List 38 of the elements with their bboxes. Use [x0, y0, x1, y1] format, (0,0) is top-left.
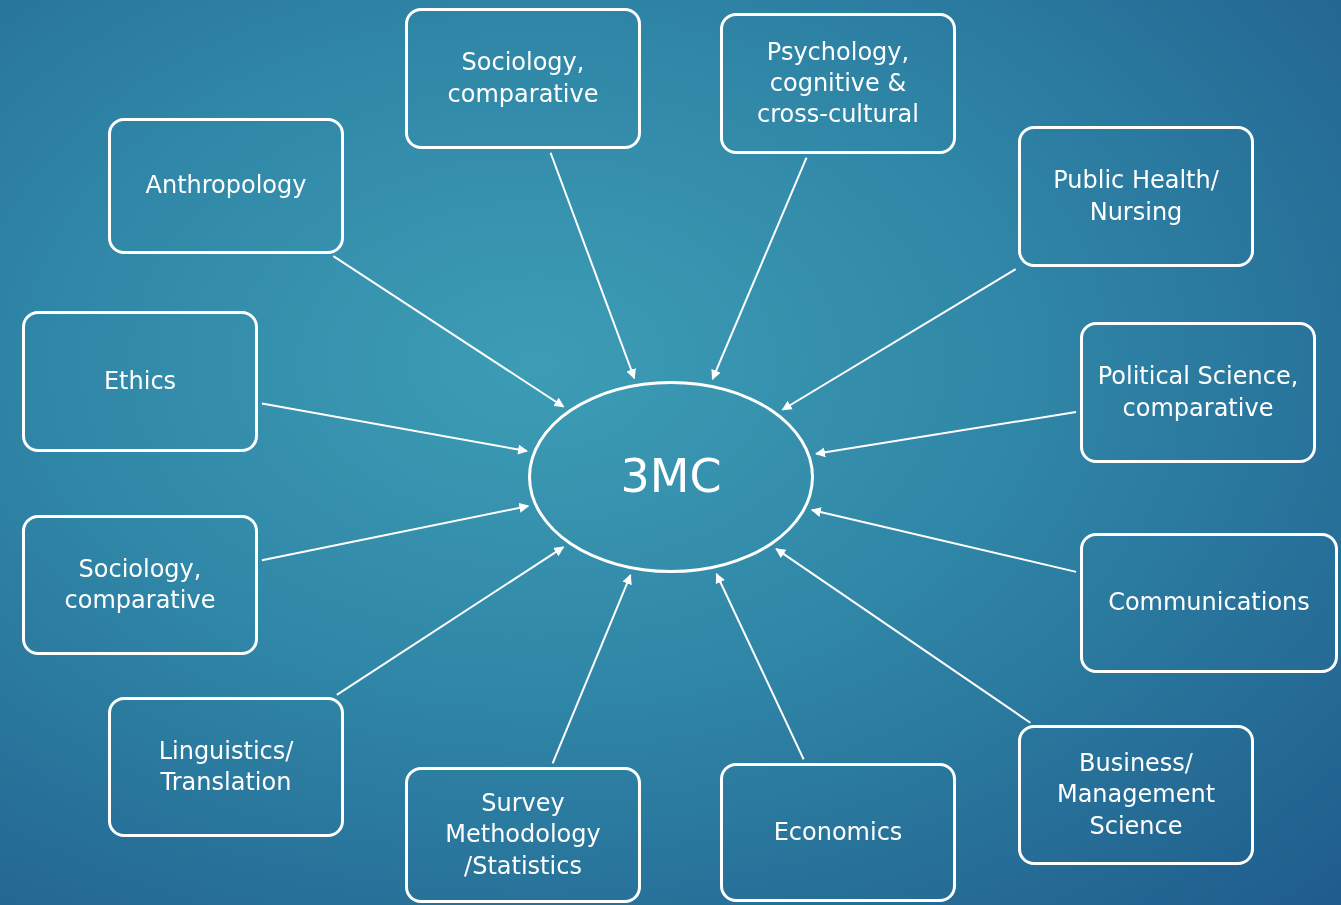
topic-label: Sociology, comparative	[446, 47, 600, 110]
topic-box	[1080, 322, 1316, 463]
arrow	[715, 573, 805, 761]
topic-box	[720, 13, 956, 154]
arrow	[775, 547, 1032, 724]
hub-ellipse	[528, 381, 814, 573]
topic-label: Communications	[1108, 587, 1310, 619]
topic-label: Linguistics/ Translation	[157, 735, 295, 798]
topic-label: Business/ Management Science	[1055, 748, 1217, 842]
topic-label: Public Health/ Nursing	[1052, 165, 1220, 228]
arrow	[549, 151, 636, 380]
arrow	[551, 574, 632, 765]
arrow	[815, 411, 1078, 458]
topic-label: Survey Methodology /Statistics	[444, 788, 602, 882]
topic-box	[720, 763, 956, 902]
topic-box	[22, 311, 258, 452]
arrow	[810, 507, 1078, 573]
topic-box	[405, 767, 641, 903]
topic-box	[1018, 725, 1254, 865]
arrow	[332, 255, 565, 408]
topic-box	[108, 697, 344, 837]
topic-box	[405, 8, 641, 149]
topic-label: Ethics	[103, 365, 177, 397]
arrow	[335, 546, 565, 696]
topic-label: Sociology, comparative	[63, 553, 217, 616]
topic-box	[1080, 533, 1338, 673]
hub-label: 3MC	[620, 448, 722, 506]
arrow	[260, 402, 528, 455]
topic-label: Psychology, cognitive & cross-cultural	[756, 36, 920, 131]
arrow	[260, 502, 530, 562]
topic-label: Political Science, comparative	[1096, 361, 1300, 424]
topic-label: Economics	[773, 816, 903, 848]
topic-box	[1018, 126, 1254, 267]
topic-box	[108, 118, 344, 254]
topic-label: Anthropology	[145, 170, 307, 202]
arrow	[711, 156, 808, 381]
arrow	[781, 268, 1017, 411]
topic-box	[22, 515, 258, 655]
